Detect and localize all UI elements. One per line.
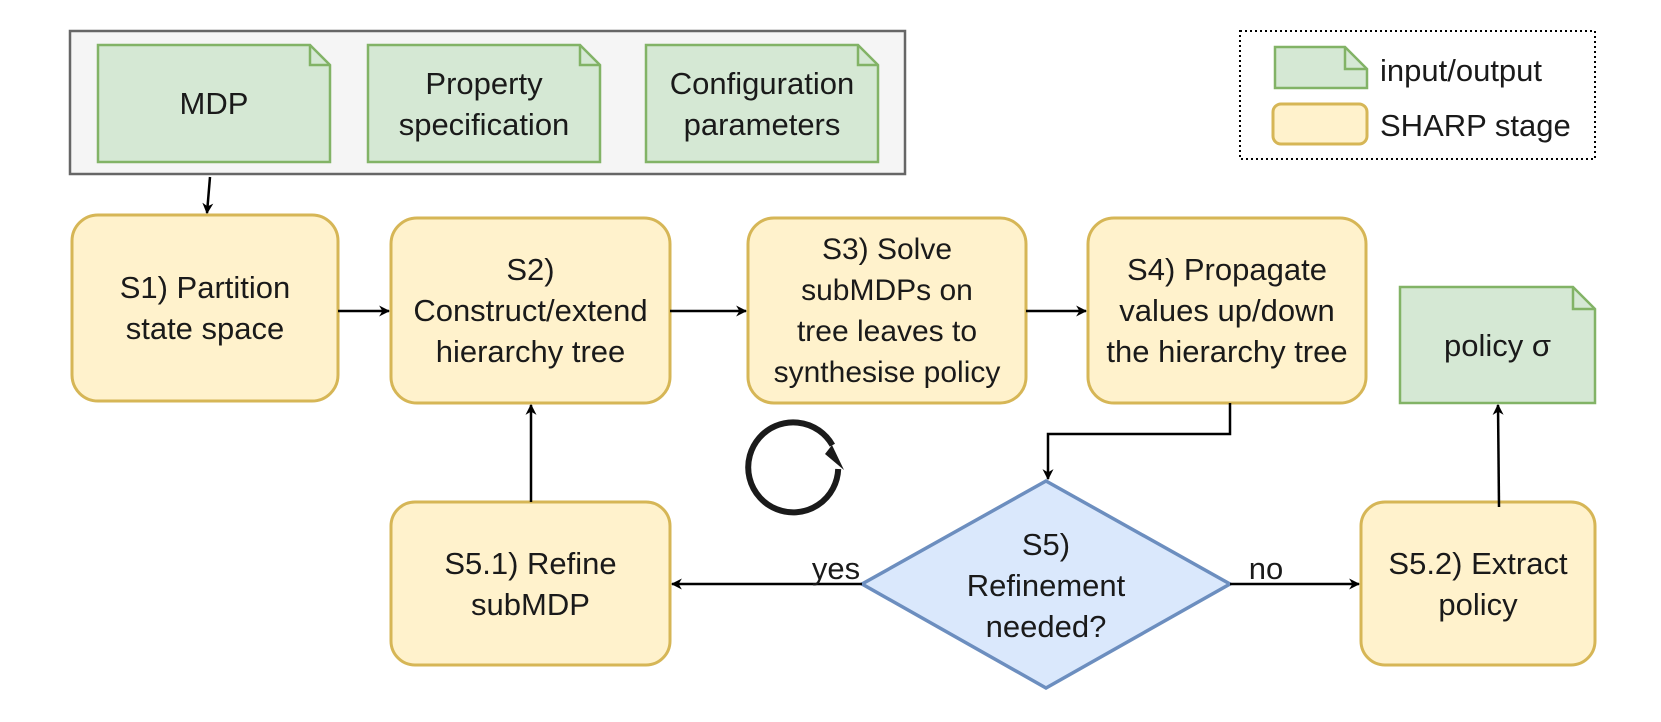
policy-doc-fold <box>1571 287 1595 311</box>
legend-io-fold <box>1343 47 1367 71</box>
edge-label-yes: yes <box>811 550 861 586</box>
refinement-loop-arrowhead <box>825 445 844 470</box>
edge-s4-to-s5 <box>1042 403 1232 481</box>
mdp-doc-label: MDP <box>179 86 249 121</box>
s4-box <box>1086 216 1368 405</box>
s1-box <box>70 213 340 403</box>
edge-s52-to-policy <box>1492 403 1504 508</box>
policy-doc-label: policy σ <box>1443 327 1551 363</box>
config-doc-fold <box>856 45 878 67</box>
edge-label-no: no <box>1248 550 1284 586</box>
property-doc-fold <box>578 45 600 67</box>
refinement-loop-icon <box>745 419 842 516</box>
s52-box <box>1359 500 1597 667</box>
legend-stage-swatch <box>1271 102 1369 146</box>
legend-io-label: input/output <box>1380 52 1543 88</box>
mdp-doc-fold <box>308 45 330 67</box>
mdp-doc-shape <box>96 43 332 164</box>
config-doc-shape <box>644 43 880 164</box>
property-doc-shape <box>366 43 602 164</box>
policy-doc-shape <box>1398 285 1597 405</box>
s5-diamond <box>858 478 1234 691</box>
legend-stage-label: SHARP stage <box>1380 107 1571 143</box>
edge-inputs-to-s1 <box>202 176 214 215</box>
